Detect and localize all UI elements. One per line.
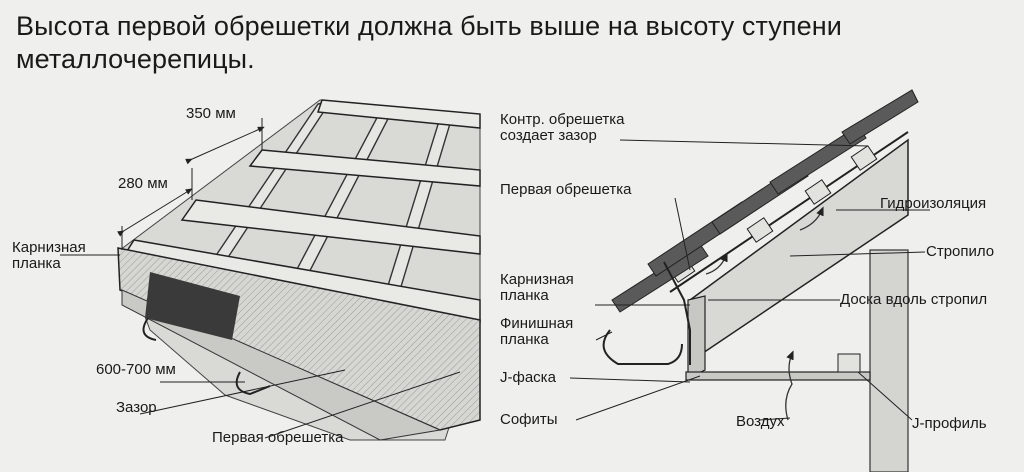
finishing-strip-label: Финишная планка	[500, 316, 573, 348]
dimension-lines	[60, 118, 461, 439]
counter-batten-label-line2: создает зазор	[500, 127, 597, 144]
gutter-hook-1	[142, 317, 157, 341]
right-roof-section	[569, 89, 930, 472]
leader-lines	[569, 139, 930, 421]
finishing-strip-label-line2: планка	[500, 331, 549, 348]
page-title: Высота первой обрешетки должна быть выше…	[16, 10, 1016, 76]
gutter-hook-2	[235, 371, 271, 396]
j-profile-block	[837, 353, 861, 373]
board-along-rafters-label: Доска вдоль стропил	[840, 291, 988, 308]
dimension-350: 350 мм	[186, 105, 236, 122]
left-eave-strip-label: Карнизная планка	[12, 240, 86, 272]
right-eave-strip-label-line1: Карнизная	[500, 271, 574, 288]
metal-tile	[611, 89, 919, 313]
counter-batten-label: Контр. обрешетка создает зазор	[500, 112, 625, 144]
dimension-280: 280 мм	[118, 175, 168, 192]
membrane-patch	[145, 272, 240, 340]
dimension-600-700: 600-700 мм	[96, 361, 176, 378]
j-profile-label: J-профиль	[912, 415, 987, 432]
right-eave-strip-label: Карнизная планка	[500, 272, 574, 304]
left-roof-perspective	[60, 99, 481, 441]
title-line-1: Высота первой обрешетки должна быть выше…	[16, 11, 842, 41]
air-flow	[705, 206, 824, 421]
right-eave-strip-label-line2: планка	[500, 287, 549, 304]
left-eave-strip-label-line2: планка	[12, 255, 61, 272]
eave-strip-profile	[663, 261, 691, 365]
wall	[869, 249, 909, 472]
right-first-batten-label: Первая обрешетка	[500, 181, 632, 198]
soffits-label: Софиты	[500, 411, 558, 428]
soffit	[685, 371, 871, 381]
title-line-2: металлочерепицы.	[16, 44, 255, 74]
waterproofing-label: Гидроизоляция	[880, 195, 987, 212]
rafter-label: Стропило	[926, 243, 995, 260]
left-gap-label: Зазор	[116, 399, 157, 416]
gutter	[602, 329, 683, 365]
j-fascia-label: J-фаска	[500, 369, 556, 386]
left-first-batten-label: Первая обрешетка	[212, 429, 344, 446]
air-label: Воздух	[736, 413, 785, 430]
board-along-rafters	[687, 295, 706, 379]
finishing-strip-label-line1: Финишная	[500, 315, 574, 332]
counter-batten-label-line1: Контр. обрешетка	[500, 111, 625, 128]
left-eave-strip-label-line1: Карнизная	[12, 239, 86, 256]
